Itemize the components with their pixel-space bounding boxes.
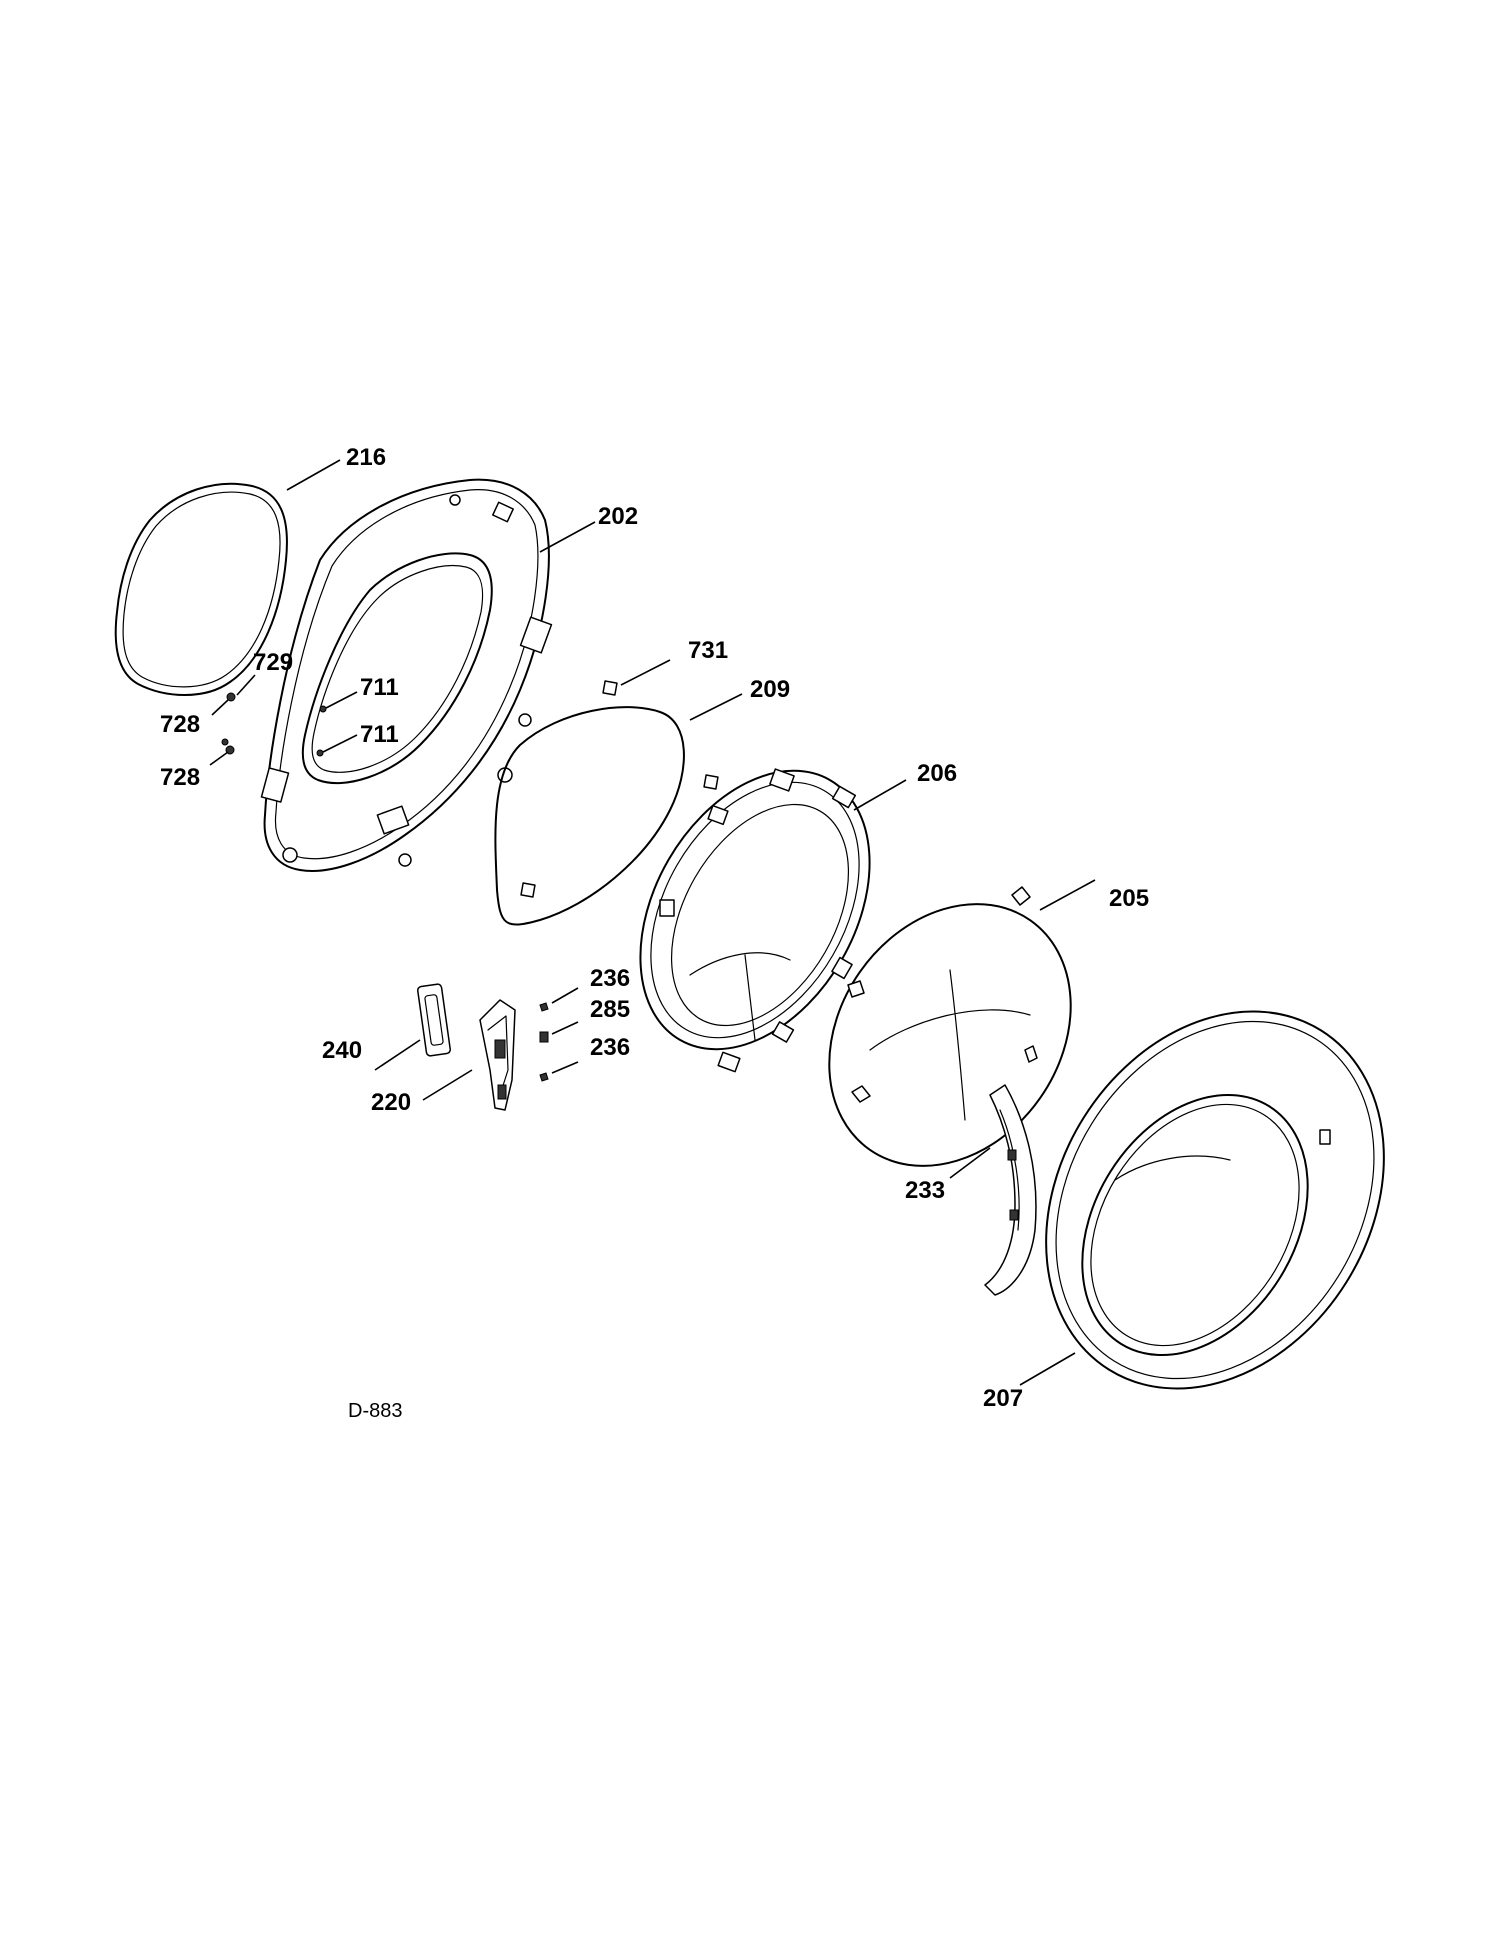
- callout-285: 285: [590, 996, 630, 1023]
- callout-236-lower: 236: [590, 1034, 630, 1061]
- part-711-screws: [316, 705, 327, 757]
- callout-205: 205: [1109, 885, 1149, 912]
- part-729-728-screws: [221, 692, 236, 755]
- callout-labels: 216 202 729 728 728 711 711 731 209 206 …: [160, 444, 1149, 1422]
- part-206-outer-ring: [639, 768, 871, 1073]
- part-202-inner-frame: [260, 478, 553, 872]
- part-731-pads: [520, 680, 719, 898]
- part-236-285-hardware: [539, 1002, 549, 1082]
- callout-728-lower: 728: [160, 764, 200, 791]
- callout-209: 209: [750, 676, 790, 703]
- callout-220: 220: [371, 1089, 411, 1116]
- part-207-outer-trim: [1045, 1010, 1385, 1390]
- callout-202: 202: [598, 503, 638, 530]
- callout-711-lower: 711: [360, 721, 399, 748]
- part-240-latch-bracket: [417, 983, 451, 1057]
- callout-236-upper: 236: [590, 965, 630, 992]
- part-209-door-glass: [494, 706, 685, 926]
- callout-711-upper: 711: [360, 674, 399, 701]
- callout-731: 731: [688, 637, 728, 664]
- callout-729: 729: [253, 649, 293, 676]
- callout-240: 240: [322, 1037, 362, 1064]
- callout-216: 216: [346, 444, 386, 471]
- part-205-window-bowl: [828, 886, 1072, 1167]
- leader-lines: [209, 459, 1096, 1386]
- part-216-gasket: [114, 482, 288, 696]
- part-233-hinge: [984, 1084, 1037, 1296]
- callout-728-upper: 728: [160, 711, 200, 738]
- callout-206: 206: [917, 760, 957, 787]
- callout-233: 233: [905, 1177, 945, 1204]
- callout-207: 207: [983, 1385, 1023, 1412]
- document-code: D-883: [348, 1400, 402, 1422]
- part-220-handle-assembly: [479, 999, 516, 1111]
